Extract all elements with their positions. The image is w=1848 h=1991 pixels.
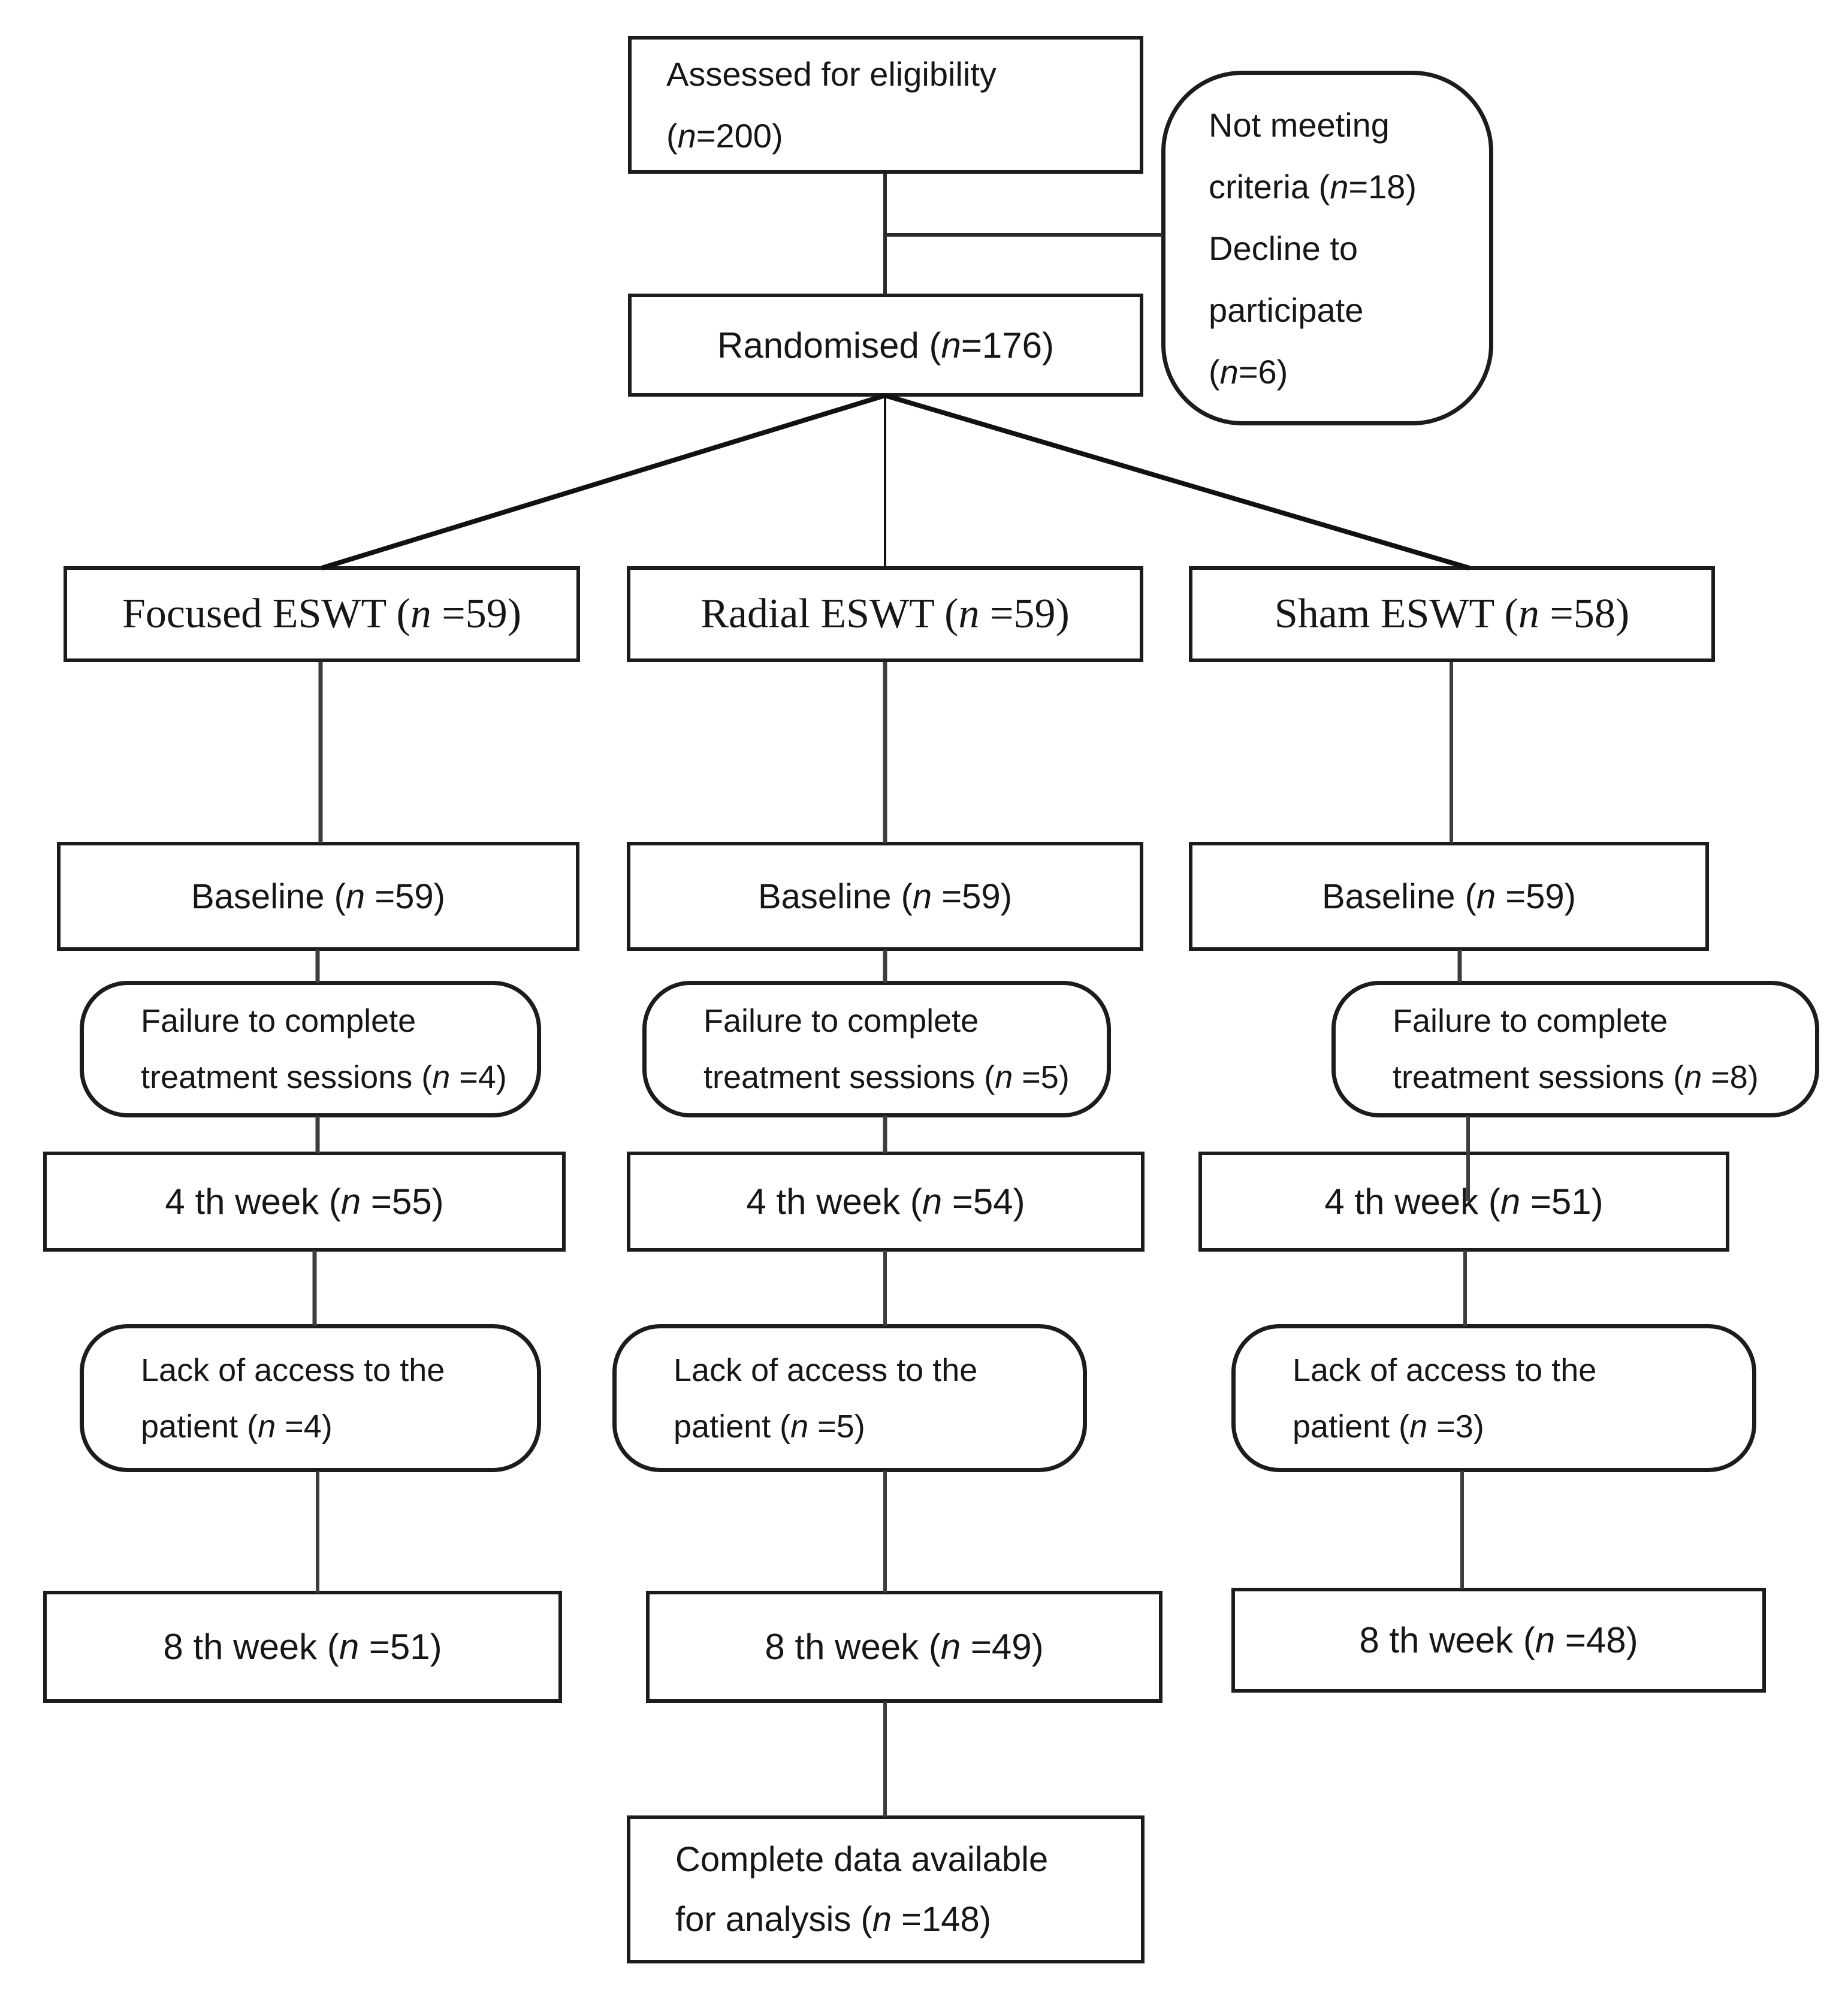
arm1-week8-label: 8 th week (n =51) bbox=[163, 1627, 442, 1667]
connector-fan-left bbox=[321, 393, 886, 570]
complete-line-1: Complete data available bbox=[675, 1839, 1049, 1879]
node-arm2-week4: 4 th week (n =54) bbox=[627, 1152, 1145, 1252]
arm-radial-label: Radial ESWT (n =59) bbox=[700, 591, 1070, 637]
arm2-week4-label: 4 th week (n =54) bbox=[746, 1182, 1025, 1222]
randomised-label: Randomised (n=176) bbox=[717, 325, 1055, 365]
node-assessed-for-eligibility: Assessed for eligibility (n=200) bbox=[628, 36, 1143, 174]
arm1-failure-line-2: treatment sessions (n =4) bbox=[141, 1059, 507, 1095]
node-arm1-week4: 4 th week (n =55) bbox=[43, 1152, 566, 1252]
arm1-baseline-label: Baseline (n =59) bbox=[191, 877, 445, 916]
exclusion-line-5: (n=6) bbox=[1209, 352, 1288, 391]
arm1-lack-line-1: Lack of access to the bbox=[141, 1352, 445, 1388]
node-arm2-lack: Lack of access to the patient (n =5) bbox=[612, 1324, 1087, 1472]
assessed-line-1: Assessed for eligibility bbox=[666, 55, 997, 93]
arm2-lack-line-1: Lack of access to the bbox=[674, 1352, 978, 1388]
node-randomised: Randomised (n=176) bbox=[628, 294, 1143, 397]
node-arm1-week8: 8 th week (n =51) bbox=[43, 1591, 562, 1703]
arm3-week4-label: 4 th week (n =51) bbox=[1324, 1182, 1604, 1222]
node-arm1-lack: Lack of access to the patient (n =4) bbox=[80, 1324, 541, 1472]
node-arm2-baseline: Baseline (n =59) bbox=[627, 842, 1143, 951]
arm3-baseline-label: Baseline (n =59) bbox=[1321, 877, 1576, 916]
arm3-failure-line-2: treatment sessions (n =8) bbox=[1393, 1059, 1759, 1095]
complete-line-2: for analysis (n =148) bbox=[675, 1899, 992, 1939]
node-arm1-failure: Failure to complete treatment sessions (… bbox=[80, 981, 541, 1117]
node-arm3-week8: 8 th week (n =48) bbox=[1231, 1588, 1766, 1693]
arm1-lack-line-2: patient (n =4) bbox=[141, 1408, 333, 1445]
node-arm2-failure: Failure to complete treatment sessions (… bbox=[642, 981, 1111, 1117]
node-arm3-baseline: Baseline (n =59) bbox=[1189, 842, 1709, 951]
exclusion-line-3: Decline to bbox=[1209, 229, 1358, 267]
node-arm1-baseline: Baseline (n =59) bbox=[57, 842, 579, 951]
node-complete-data: Complete data available for analysis (n … bbox=[627, 1815, 1145, 1963]
node-arm3-week4: 4 th week (n =51) bbox=[1198, 1152, 1729, 1252]
arm2-baseline-label: Baseline (n =59) bbox=[757, 877, 1012, 916]
arm3-lack-line-2: patient (n =3) bbox=[1293, 1408, 1484, 1445]
arm2-week8-label: 8 th week (n =49) bbox=[765, 1627, 1044, 1667]
exclusion-line-4: participate bbox=[1209, 291, 1364, 329]
arm2-failure-line-1: Failure to complete bbox=[703, 1003, 979, 1039]
exclusion-line-1: Not meeting bbox=[1209, 105, 1390, 144]
assessed-line-2: (n=200) bbox=[666, 117, 783, 155]
arm-sham-label: Sham ESWT (n =58) bbox=[1274, 591, 1630, 637]
arm1-week4-label: 4 th week (n =55) bbox=[165, 1182, 444, 1222]
node-arm2-week8: 8 th week (n =49) bbox=[646, 1591, 1162, 1703]
node-exclusions: Not meeting criteria (n=18) Decline to p… bbox=[1161, 71, 1493, 425]
node-arm3-lack: Lack of access to the patient (n =3) bbox=[1231, 1324, 1756, 1472]
arm3-week8-label: 8 th week (n =48) bbox=[1359, 1620, 1638, 1660]
arm2-lack-line-2: patient (n =5) bbox=[674, 1408, 865, 1445]
node-arm-focused-header: Focused ESWT (n =59) bbox=[64, 566, 580, 662]
arm3-lack-line-1: Lack of access to the bbox=[1293, 1352, 1597, 1388]
node-arm-sham-header: Sham ESWT (n =58) bbox=[1189, 566, 1715, 662]
arm3-failure-line-1: Failure to complete bbox=[1393, 1003, 1668, 1039]
arm-focused-label: Focused ESWT (n =59) bbox=[122, 591, 522, 637]
arm1-failure-line-1: Failure to complete bbox=[141, 1003, 416, 1039]
exclusion-line-2: criteria (n=18) bbox=[1209, 167, 1417, 206]
node-arm3-failure: Failure to complete treatment sessions (… bbox=[1331, 981, 1819, 1117]
node-arm-radial-header: Radial ESWT (n =59) bbox=[627, 566, 1143, 662]
arm2-failure-line-2: treatment sessions (n =5) bbox=[703, 1059, 1070, 1095]
